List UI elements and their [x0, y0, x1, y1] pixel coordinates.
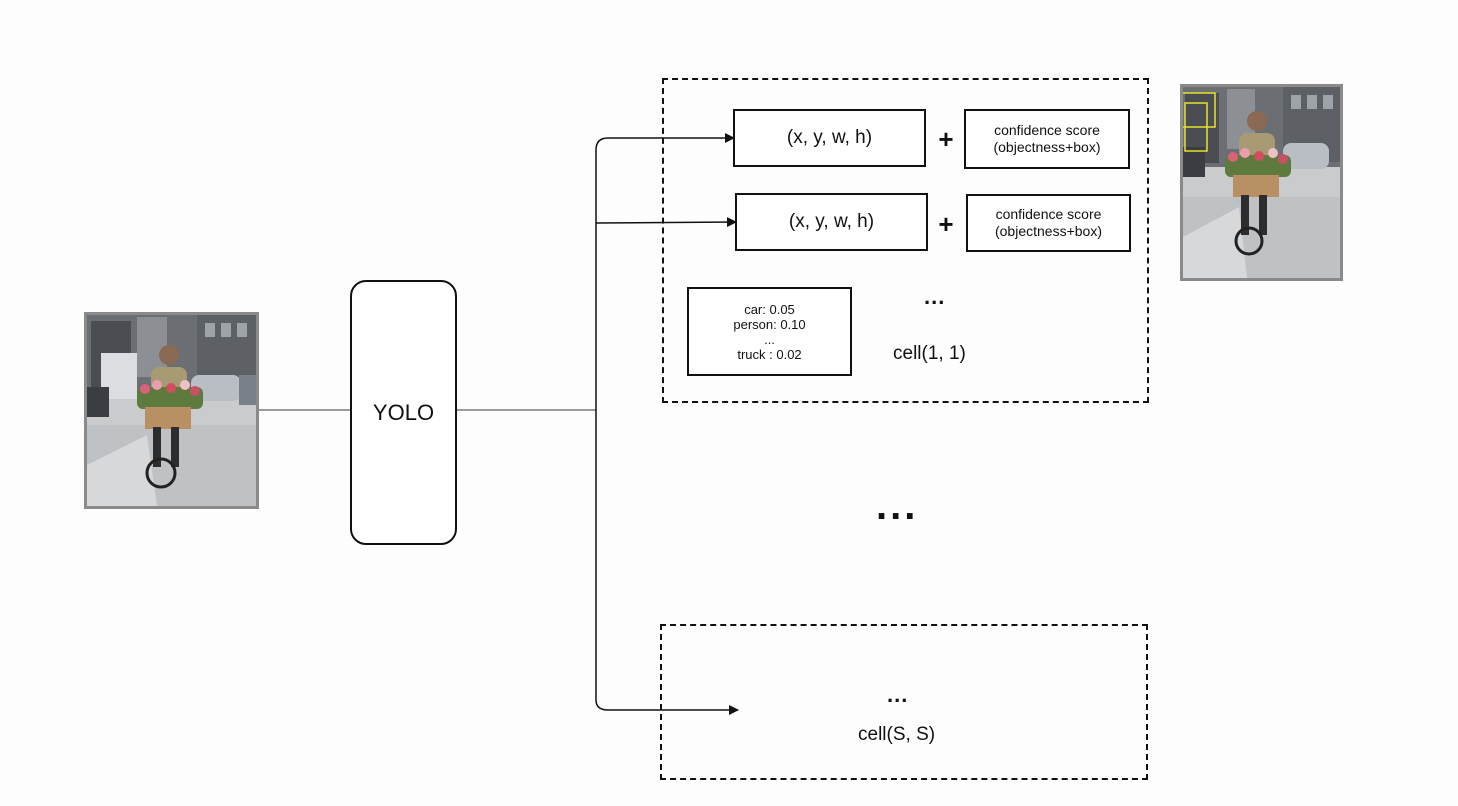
confidence-box-1: confidence score (objectness+box) — [964, 109, 1130, 169]
detection-box-1 — [1183, 92, 1216, 128]
class-probabilities-box: car: 0.05 person: 0.10 ... truck : 0.02 — [687, 287, 852, 376]
plus-sign-1: + — [938, 124, 954, 154]
arrow-box-2 — [595, 217, 737, 228]
class-prob-truck: truck : 0.02 — [737, 346, 802, 362]
confidence-label-1: confidence score — [994, 122, 1100, 138]
middle-ellipsis: ... — [876, 484, 919, 528]
input-photo — [84, 312, 259, 509]
confidence-sublabel-2: (objectness+box) — [994, 223, 1102, 239]
cell-last-container — [660, 624, 1148, 780]
bbox-coords-label-2: (x, y, w, h) — [788, 211, 875, 232]
bbox-coords-box-1: (x, y, w, h) — [733, 109, 926, 167]
cell-first-more: ... — [924, 284, 946, 309]
cell-last-more: ... — [887, 682, 909, 707]
cell-last-label: cell(S, S) — [858, 724, 936, 745]
detection-box-2 — [1184, 102, 1208, 152]
confidence-label-2: confidence score — [995, 206, 1102, 222]
yolo-label: YOLO — [372, 399, 435, 425]
yolo-model-box: YOLO — [350, 280, 457, 545]
arrow-last-cell — [595, 699, 739, 715]
confidence-sublabel-1: (objectness+box) — [993, 139, 1101, 155]
detection-photo-icon — [1183, 87, 1340, 278]
cell-first-label: cell(1, 1) — [893, 343, 966, 364]
cyclist-photo-icon — [87, 315, 256, 506]
class-prob-person: person: 0.10 — [733, 316, 806, 332]
confidence-box-2: confidence score (objectness+box) — [966, 194, 1131, 252]
output-photo — [1180, 84, 1343, 281]
bbox-coords-box-2: (x, y, w, h) — [735, 193, 928, 251]
plus-sign-2: + — [938, 209, 954, 239]
class-prob-car: car: 0.05 — [744, 301, 795, 317]
class-prob-ellipsis: ... — [764, 331, 775, 347]
trunk-line — [595, 137, 609, 700]
bbox-coords-label-1: (x, y, w, h) — [786, 127, 873, 148]
cell-first-container — [662, 78, 1149, 403]
